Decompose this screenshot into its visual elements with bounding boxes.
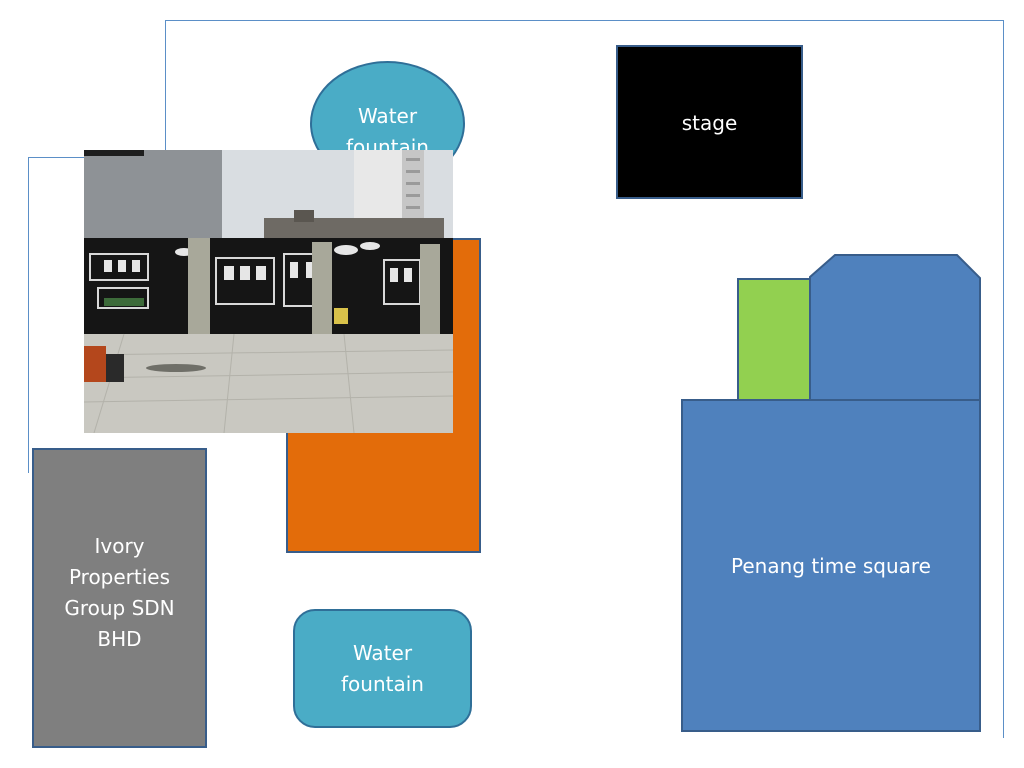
boundary-line-right [1003, 20, 1004, 738]
ivory-properties-block: Ivory Properties Group SDN BHD [32, 448, 207, 748]
stage-label: stage [681, 111, 738, 135]
boundary-line-left-upper [165, 20, 166, 160]
boundary-line-top [165, 20, 1004, 21]
site-photo [84, 150, 453, 433]
penang-time-square-label: Penang time square [731, 554, 931, 578]
mall-upper-structure [737, 254, 981, 401]
ivory-properties-label: Ivory Properties Group SDN BHD [64, 534, 175, 651]
boundary-line-left-lower [28, 157, 29, 473]
mall-upper-tower [809, 254, 981, 401]
stage-block: stage [616, 45, 803, 199]
site-photo-image [84, 150, 453, 433]
penang-time-square-block: Penang time square [681, 399, 981, 732]
green-block [737, 278, 811, 401]
water-fountain-bottom-label: Water fountain [341, 640, 424, 696]
water-fountain-bottom: Water fountain [293, 609, 472, 728]
